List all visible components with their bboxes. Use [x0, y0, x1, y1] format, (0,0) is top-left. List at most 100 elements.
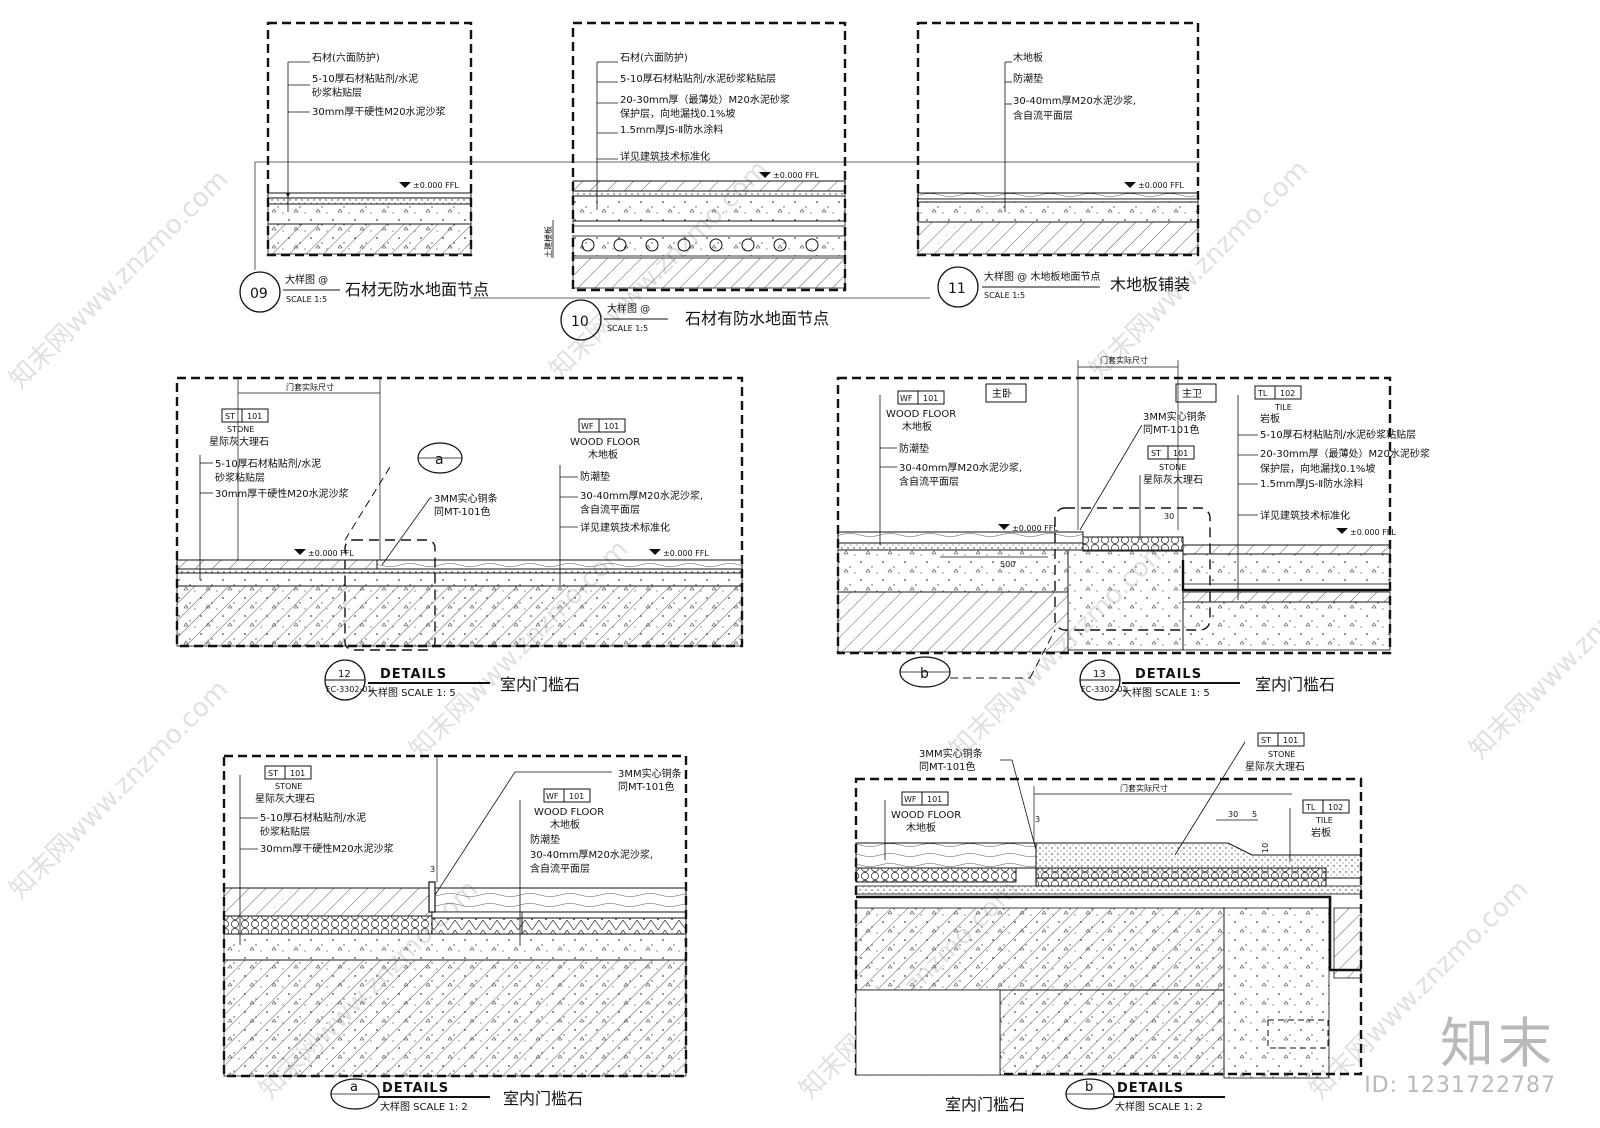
- note-self-level-b: 含自流平面层: [899, 475, 959, 488]
- tag-wood: WOOD FLOOR: [534, 807, 604, 818]
- tag-wf: WF: [900, 394, 913, 403]
- note-protect-a: 20-30mm厚（最薄处）M20水泥砂浆: [1260, 447, 1430, 460]
- door-size-label: 门套实际尺寸: [1100, 355, 1148, 365]
- detail-title: 木地板铺装: [1110, 275, 1190, 294]
- watermark-text: 知末网www.znzmo.com: [1464, 534, 1600, 765]
- callout-b: b: [920, 666, 929, 682]
- tag-wf: WF: [904, 795, 917, 804]
- room-a-label: 主卧: [992, 387, 1012, 400]
- note-adhesive-b: 砂浆粘贴层: [215, 471, 265, 484]
- note-protect-a: 20-30mm厚（最薄处）M20水泥砂浆: [620, 93, 790, 106]
- dim-5: 5: [1252, 810, 1257, 819]
- tag-st-num: 101: [290, 769, 305, 778]
- door-size-label: 门套实际尺寸: [1120, 783, 1168, 793]
- detail-a: 3 ST 101 STONE 星际灰大理石 5-10厚石材粘贴剂/水泥 砂浆粘贴…: [222, 754, 688, 1113]
- tag-stone-cn: 星际灰大理石: [1245, 760, 1305, 773]
- scale-label: SCALE 1:5: [286, 295, 327, 304]
- tag-wf-num: 101: [569, 792, 584, 801]
- tag-wf: WF: [581, 422, 594, 431]
- note-dry-mortar: 30mm厚干硬性M20水泥沙浆: [215, 487, 349, 500]
- note-copper-b: 同MT-101色: [618, 780, 675, 793]
- tag-wood-cn: 木地板: [588, 448, 618, 461]
- details-label: DETAILS: [382, 1081, 449, 1096]
- tag-wood-cn: 木地板: [550, 818, 580, 831]
- note-adhesive-b: 砂浆粘贴层: [312, 86, 362, 99]
- note-adhesive-a: 5-10厚石材粘贴剂/水泥: [260, 811, 366, 824]
- tag-stone: STONE: [227, 425, 254, 434]
- note-self-level-a: 30-40mm厚M20水泥沙浆,: [1013, 94, 1136, 107]
- tag-st: ST: [1261, 736, 1271, 745]
- structure-label: 土建楼板: [543, 226, 553, 258]
- note-dry-mortar: 30mm厚干硬性M20水泥沙浆: [260, 842, 394, 855]
- detail-title: 室内门槛石: [1255, 675, 1335, 694]
- tag-st-num: 101: [1173, 449, 1188, 458]
- ffl-label: ±0.000 FFL: [413, 181, 459, 190]
- tag-stone-cn: 星际灰大理石: [1143, 473, 1203, 486]
- watermark-text: 知末网www.znzmo.com: [4, 674, 235, 905]
- dim-500: 500: [1000, 560, 1015, 569]
- sheet-ref: FC-3302-01: [326, 685, 373, 694]
- dim-30: 30: [1228, 810, 1238, 819]
- note-self-level-b: 含自流平面层: [530, 862, 590, 875]
- detail-11: 木地板 防潮垫 30-40mm厚M20水泥沙浆, 含自流平面层 ±0.000 F…: [916, 21, 1200, 308]
- detail-title: 石材无防水地面节点: [345, 280, 489, 299]
- note-standard: 详见建筑技术标准化: [1260, 509, 1350, 522]
- note-dry-mortar: 30mm厚干硬性M20水泥沙浆: [312, 105, 446, 118]
- note-adhesive-b: 砂浆粘贴层: [260, 825, 310, 838]
- note-moisture: 防潮垫: [899, 442, 929, 455]
- note-copper-a: 3MM实心铜条: [919, 747, 983, 760]
- scale-label: SCALE 1:5: [984, 291, 1025, 300]
- detail-b: 门套实际尺寸 30 5 10 3 3MM实心铜条 同MT-101色 WF 101…: [854, 732, 1363, 1114]
- scale-label: 大样图 SCALE 1: 2: [1115, 1100, 1203, 1113]
- ffl-label: ±0.000 FFL: [773, 171, 819, 180]
- detail-12: 门套实际尺寸 ST 101 STONE 星际灰大理石 5-10厚石材粘贴剂/水泥…: [175, 376, 744, 701]
- scale-label: 大样图 SCALE 1: 2: [380, 1100, 468, 1113]
- watermark-logo: 知末 ID: 1231722787: [1364, 1012, 1556, 1099]
- tag-tile-cn: 岩板: [1260, 412, 1280, 425]
- tag-tl: TL: [1305, 803, 1316, 812]
- tag-tl-num: 102: [1280, 389, 1295, 398]
- tag-st: ST: [268, 769, 278, 778]
- tag-st-num: 101: [247, 412, 262, 421]
- ffl-label: ±0.000 FFL: [663, 549, 709, 558]
- tag-wood: WOOD FLOOR: [886, 409, 956, 420]
- note-copper-a: 3MM实心铜条: [434, 492, 498, 505]
- detail-number: a: [350, 1080, 358, 1095]
- detail-number: 09: [250, 286, 268, 302]
- tag-wf-num: 101: [927, 795, 942, 804]
- room-b-label: 主卫: [1182, 388, 1202, 400]
- details-label: DETAILS: [1135, 667, 1202, 682]
- watermark-brand: 知末: [1440, 1012, 1556, 1075]
- detail-sub: 大样图 @ 木地板地面节点: [984, 270, 1100, 283]
- dim-30: 30: [1164, 512, 1174, 521]
- ffl-label: ±0.000 FFL: [1138, 181, 1184, 190]
- note-copper-b: 同MT-101色: [919, 760, 976, 773]
- tag-wood-cn: 木地板: [906, 821, 936, 834]
- tag-wf: WF: [546, 792, 559, 801]
- note-moisture: 防潮垫: [530, 833, 560, 846]
- detail-13: 500 门套实际尺寸 主卧 主卫 WF 101 WOOD FLOOR 木地板 防…: [836, 355, 1430, 701]
- dim-3: 3: [1035, 815, 1040, 824]
- tag-wood: WOOD FLOOR: [891, 810, 961, 821]
- note-waterproof: 1.5mm厚JS-Ⅱ防水涂料: [1260, 477, 1363, 490]
- tag-stone: STONE: [1268, 750, 1295, 759]
- tag-tile: TILE: [1274, 403, 1292, 412]
- tag-st-num: 101: [1283, 736, 1298, 745]
- note-wood-floor: 木地板: [1013, 51, 1043, 64]
- note-copper-b: 同MT-101色: [434, 505, 491, 518]
- ffl-label: ±0.000 FFL: [1012, 524, 1058, 533]
- tag-tl: TL: [1257, 389, 1268, 398]
- note-copper-b: 同MT-101色: [1143, 423, 1200, 436]
- tag-tile: TILE: [1315, 816, 1333, 825]
- detail-title: 室内门槛石: [503, 1089, 583, 1108]
- dim-10: 10: [1261, 843, 1270, 853]
- note-self-level-a: 30-40mm厚M20水泥沙浆,: [899, 461, 1022, 474]
- detail-number: 10: [571, 314, 589, 330]
- note-self-level-a: 30-40mm厚M20水泥沙浆,: [580, 489, 703, 502]
- door-size-label: 门套实际尺寸: [286, 382, 334, 392]
- note-adhesive-full: 5-10厚石材粘贴剂/水泥砂浆粘贴层: [620, 72, 776, 85]
- tag-wood-cn: 木地板: [902, 420, 932, 433]
- note-copper-a: 3MM实心铜条: [1143, 410, 1207, 423]
- tag-wf-num: 101: [923, 394, 938, 403]
